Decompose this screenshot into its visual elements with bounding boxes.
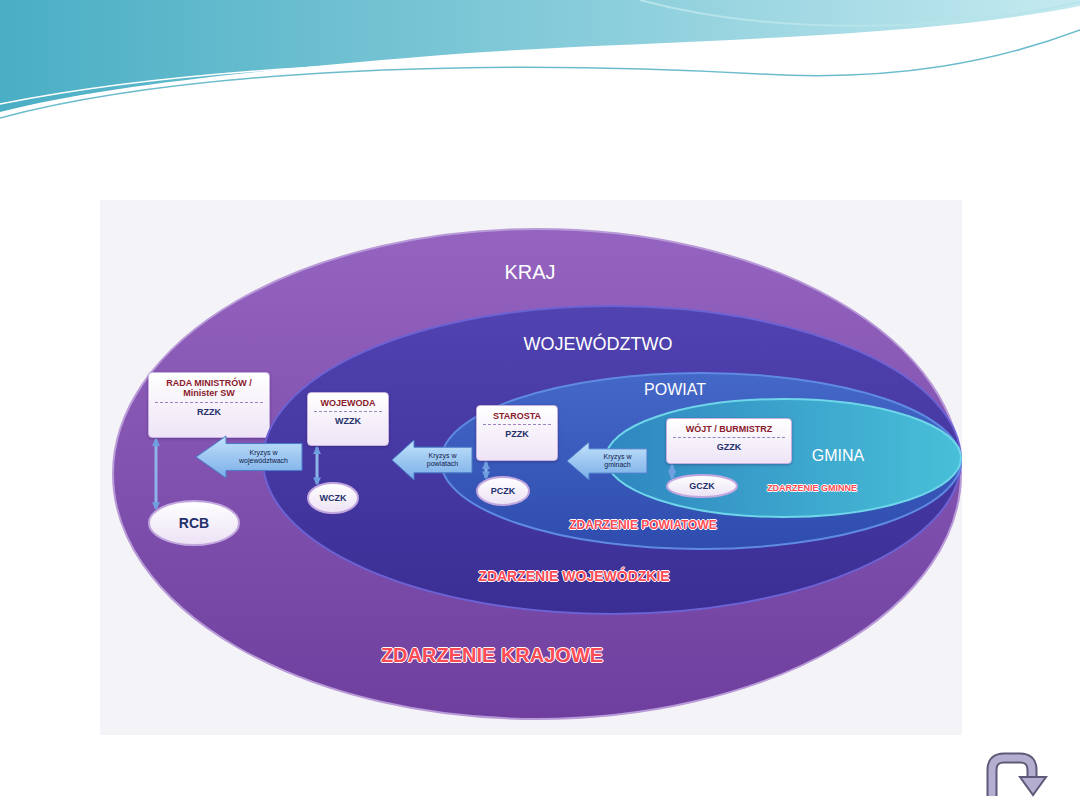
center-code: PCZK <box>491 486 516 496</box>
authority-name: RADA MINISTRÓW / Minister SW <box>155 378 263 403</box>
authority-box: WÓJT / BURMISTRZ GZZK <box>666 418 792 464</box>
authority-box: STAROSTA PZZK <box>476 405 558 461</box>
region-outline <box>263 306 961 614</box>
escalation-arrow: Kryzys w województwach <box>196 436 302 478</box>
oval-outline <box>667 475 737 497</box>
county-ellipse: STAROSTAPZZKPCZKKryzys w gminachWÓJT / B… <box>440 372 962 550</box>
escalation-label: Kryzys w województwach <box>228 449 299 465</box>
region-outline <box>113 229 961 719</box>
header-line <box>0 30 1080 118</box>
center-code: WCZK <box>320 493 347 503</box>
authority-name: STAROSTA <box>483 411 551 425</box>
authority-box: RADA MINISTRÓW / Minister SW RZZK <box>148 372 270 438</box>
region-name: KRAJ <box>504 261 555 284</box>
region-name: GMINA <box>812 447 864 465</box>
oval-outline <box>308 483 358 513</box>
center-oval: PCZK <box>476 476 530 506</box>
region-outline <box>441 373 961 549</box>
team-code: GZZK <box>673 442 785 452</box>
event-level-label: ZDARZENIE KRAJOWE <box>381 644 603 667</box>
country-ellipse: RADA MINISTRÓW / Minister SW RZZK RCB Kryzy… <box>112 228 962 720</box>
oval-outline <box>149 501 239 545</box>
header-wave <box>0 0 1080 112</box>
team-code: RZZK <box>155 407 263 417</box>
escalation-label: Kryzys w gminach <box>591 453 644 469</box>
header-line <box>0 14 1080 104</box>
escalation-label: Kryzys w powiatach <box>416 452 469 468</box>
return-icon <box>992 758 1046 796</box>
center-oval: WCZK <box>307 482 359 514</box>
center-code: GCZK <box>689 481 715 491</box>
center-oval: GCZK <box>666 474 738 498</box>
region-outline <box>606 399 961 517</box>
event-level-label: ZDARZENIE GMINNE <box>767 483 857 493</box>
region-name: POWIAT <box>644 381 706 399</box>
diagram-ground <box>100 200 962 735</box>
header-line <box>640 0 1080 26</box>
authority-name: WÓJT / BURMISTRZ <box>673 424 785 438</box>
team-code: PZZK <box>483 429 551 439</box>
voivodeship-ellipse: WOJEWODA WZZK WCZK Kryzys w powiatach STAROS… <box>262 305 962 615</box>
event-level-label: ZDARZENIE POWIATOWE <box>569 519 717 533</box>
authority-box: WOJEWODA WZZK <box>307 392 389 446</box>
authority-name: WOJEWODA <box>314 398 382 412</box>
municipality-ellipse: WÓJT / BURMISTRZ GZZK GCZK GMINA ZDARZENIE G… <box>605 398 962 518</box>
escalation-arrow: Kryzys w gminach <box>567 442 647 480</box>
team-code: WZZK <box>314 416 382 426</box>
center-oval: RCB <box>148 500 240 546</box>
oval-outline <box>477 477 529 505</box>
region-name: WOJEWÓDZTWO <box>524 334 673 355</box>
center-code: RCB <box>179 515 209 531</box>
escalation-arrow: Kryzys w powiatach <box>392 440 472 480</box>
event-level-label: ZDARZENIE WOJEWÓDZKIE <box>478 568 669 584</box>
